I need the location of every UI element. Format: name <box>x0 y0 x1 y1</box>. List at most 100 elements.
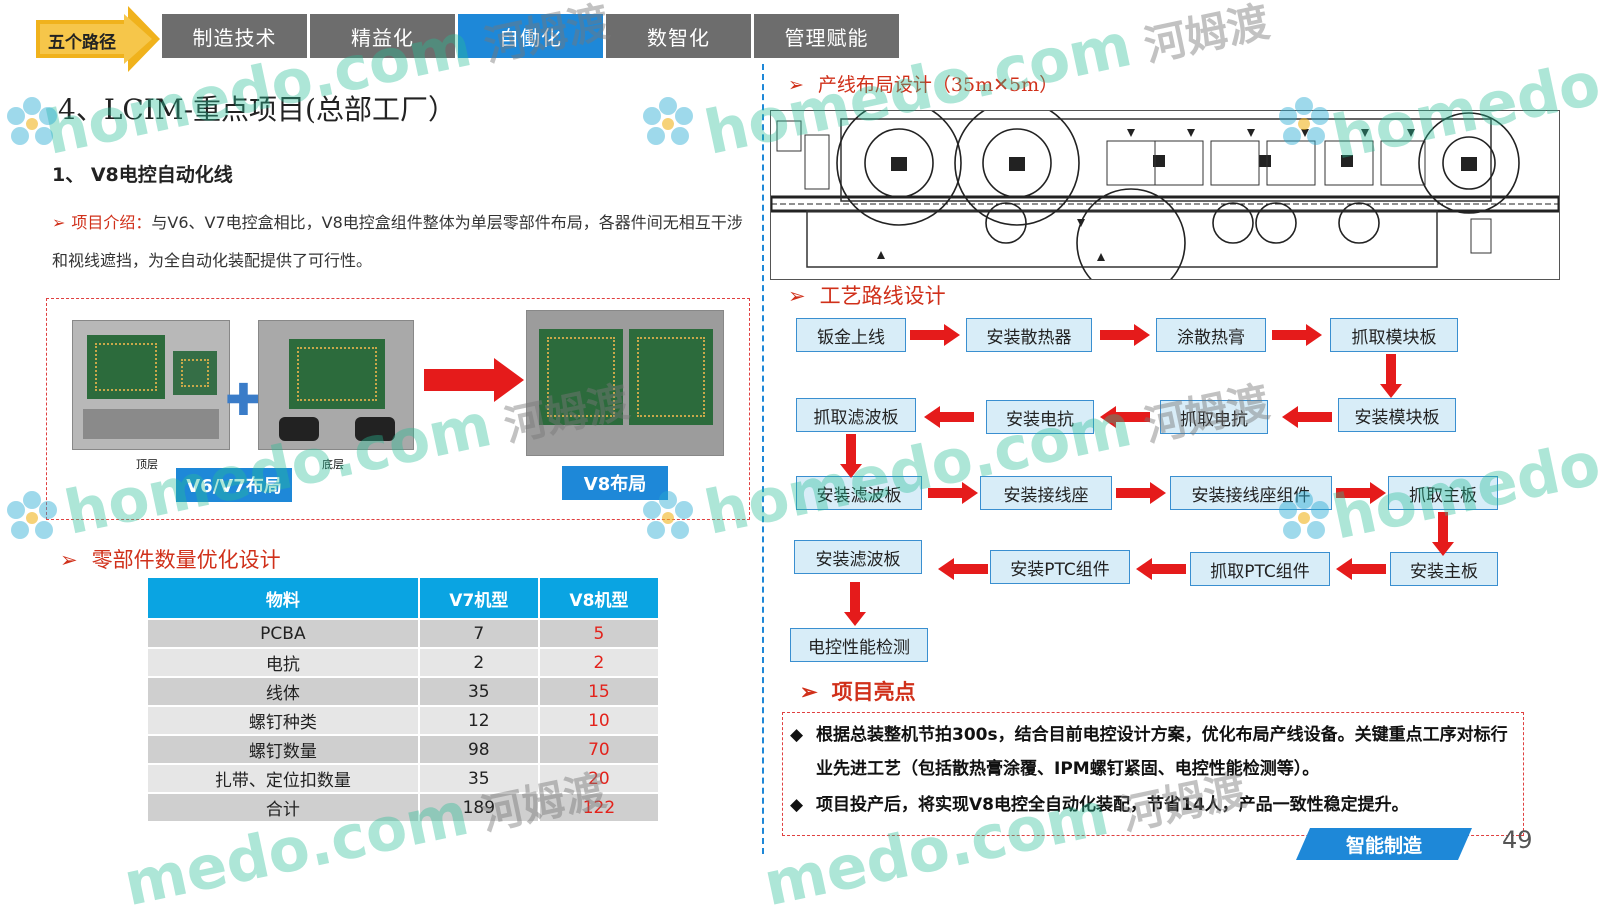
flow-arrow-left-icon <box>1282 406 1332 428</box>
flow-step: 安装接线座 <box>980 476 1112 510</box>
highlight-item: ◆ 根据总装整机节拍300s，结合目前电控设计方案，优化布局产线设备。关键重点工… <box>790 718 1516 786</box>
flow-step: 涂散热膏 <box>1156 318 1266 352</box>
flow-step: 安装主板 <box>1390 552 1498 586</box>
v8-value-cell: 10 <box>537 705 661 736</box>
flow-arrow-down-icon <box>1432 512 1454 556</box>
v8-value-cell: 2 <box>537 647 661 678</box>
v7-value-cell: 35 <box>417 676 540 707</box>
v7-value-cell: 7 <box>417 618 540 649</box>
compare-arrow-icon <box>424 358 524 402</box>
flow-arrow-right-icon <box>1100 324 1150 346</box>
flow-step: 电控性能检测 <box>790 628 928 662</box>
layout-compare-box <box>46 298 750 520</box>
flow-step: 抓取主板 <box>1388 476 1498 510</box>
page-title: 4、LCIM-重点项目(总部工厂） <box>58 93 456 126</box>
flow-arrow-right-icon <box>1272 324 1322 346</box>
v7-value-cell: 189 <box>417 792 540 823</box>
line-layout-drawing <box>769 100 1561 298</box>
flow-step: 安装接线座组件 <box>1170 476 1332 510</box>
arrow-bullet-icon: ➢ <box>788 74 804 96</box>
flow-step: 安装滤波板 <box>796 476 922 510</box>
v7-value-cell: 35 <box>417 763 540 794</box>
plus-icon: ✚ <box>225 375 262 426</box>
material-cell: 扎带、定位扣数量 <box>146 763 420 794</box>
footer-tag: 智能制造 <box>1296 828 1472 860</box>
parts-section-title: ➢零部件数量优化设计 <box>60 548 281 572</box>
flow-arrow-left-icon <box>938 558 988 580</box>
flow-arrow-down-icon <box>1380 354 1402 398</box>
tab-manufacturing[interactable]: 制造技术 <box>162 14 307 58</box>
column-divider <box>762 64 764 854</box>
path-badge-label: 五个路径 <box>48 33 116 53</box>
highlights-section-title: ➢项目亮点 <box>800 679 916 704</box>
tab-management[interactable]: 管理赋能 <box>754 14 899 58</box>
v8-value-cell: 15 <box>537 676 661 707</box>
diamond-bullet-icon: ◆ <box>790 725 804 745</box>
subsection-title: 1、 V8电控自动化线 <box>52 164 233 186</box>
material-cell: 合计 <box>146 792 420 823</box>
flow-arrow-right-icon <box>928 482 978 504</box>
flow-arrow-down-icon <box>840 434 862 478</box>
flow-arrow-left-icon <box>924 406 974 428</box>
v8-value-cell: 20 <box>537 763 661 794</box>
flow-arrow-left-icon <box>1136 558 1186 580</box>
photo-top-layer <box>72 320 230 450</box>
flow-step: 安装滤波板 <box>794 540 922 574</box>
tab-digital[interactable]: 数智化 <box>606 14 751 58</box>
caption-v8-layout: V8布局 <box>562 466 668 500</box>
arrow-bullet-icon: ➢ <box>800 679 818 704</box>
page-number: 49 <box>1502 826 1533 854</box>
intro-key: 项目介绍： <box>71 213 152 232</box>
arrow-bullet-icon: ➢ <box>52 213 66 232</box>
diamond-bullet-icon: ◆ <box>790 795 804 815</box>
highlight-item: ◆ 项目投产后，将实现V8电控全自动化装配，节省14人，产品一致性稳定提升。 <box>790 788 1516 822</box>
flow-step: 安装PTC组件 <box>990 550 1130 584</box>
flow-arrow-left-icon <box>1336 558 1386 580</box>
nav-tabs: 制造技术 精益化 自働化 数智化 管理赋能 <box>162 14 899 58</box>
flow-step: 抓取PTC组件 <box>1190 552 1330 586</box>
v7-value-cell: 98 <box>417 734 540 765</box>
flow-step: 钣金上线 <box>796 318 906 352</box>
v8-value-cell: 70 <box>537 734 661 765</box>
photo-bottom-layer <box>258 320 414 450</box>
process-section-title: ➢工艺路线设计 <box>788 284 946 308</box>
tab-lean[interactable]: 精益化 <box>310 14 455 58</box>
arrow-bullet-icon: ➢ <box>60 548 78 572</box>
table-header: 物料 <box>146 576 420 620</box>
v8-value-cell: 5 <box>537 618 661 649</box>
material-cell: 线体 <box>146 676 420 707</box>
caption-bottom-layer: 底层 <box>322 458 344 471</box>
v7-value-cell: 12 <box>417 705 540 736</box>
material-cell: 螺钉种类 <box>146 705 420 736</box>
flow-arrow-down-icon <box>844 582 866 626</box>
flow-step: 安装电抗 <box>986 400 1094 434</box>
table-header: V7机型 <box>417 576 540 620</box>
material-cell: 螺钉数量 <box>146 734 420 765</box>
highlights-box <box>782 712 1524 836</box>
path-badge: 五个路径 <box>36 6 160 72</box>
photo-v8-layout <box>526 310 724 456</box>
v8-value-cell: 122 <box>537 792 661 823</box>
flow-arrow-right-icon <box>1116 482 1166 504</box>
caption-top-layer: 顶层 <box>136 458 158 471</box>
flow-step: 安装散热器 <box>966 318 1092 352</box>
flow-arrow-left-icon <box>1100 406 1150 428</box>
v7-value-cell: 2 <box>417 647 540 678</box>
table-header: V8机型 <box>537 576 661 620</box>
tab-automation[interactable]: 自働化 <box>458 14 603 58</box>
flow-arrow-right-icon <box>910 324 960 346</box>
flow-step: 抓取模块板 <box>1330 318 1458 352</box>
intro-paragraph: ➢ 项目介绍：与V6、V7电控盒相比，V8电控盒组件整体为单层零部件布局，各器件间… <box>52 204 752 280</box>
intro-text: 与V6、V7电控盒相比，V8电控盒组件整体为单层零部件布局，各器件间无相互干涉和… <box>52 213 743 270</box>
layout-section-title: ➢产线布局设计（35m✕5m） <box>788 74 1059 96</box>
material-cell: PCBA <box>146 618 420 649</box>
flow-step: 抓取滤波板 <box>796 398 916 432</box>
flow-step: 安装模块板 <box>1338 398 1456 432</box>
